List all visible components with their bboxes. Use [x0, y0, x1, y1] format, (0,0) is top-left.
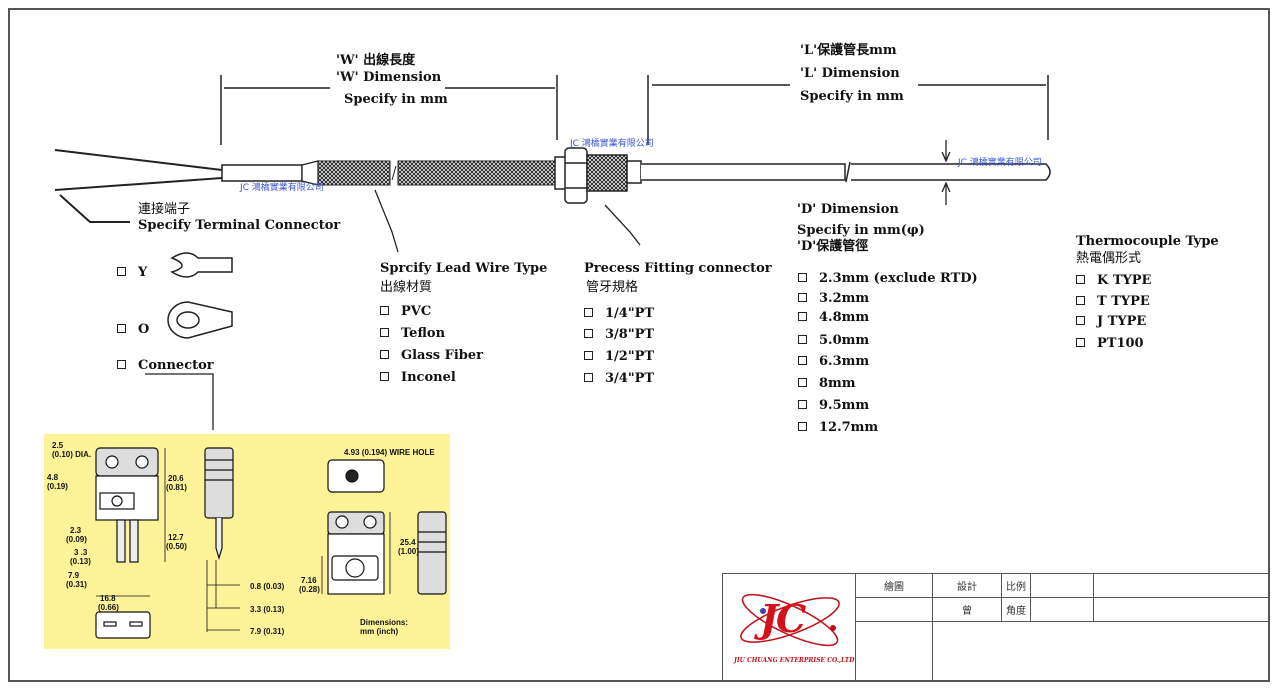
lead-wire-option[interactable]: PVC — [380, 303, 431, 321]
dim-label: 12.7 — [168, 533, 184, 542]
l-dimension-line — [647, 75, 1049, 145]
terminal-option-connector[interactable]: Connector — [117, 357, 214, 375]
l-dimension-specify: Specify in mm — [800, 89, 904, 104]
d-option[interactable]: 9.5mm — [798, 397, 869, 415]
lead-wire-cn: 出線材質 — [380, 280, 433, 295]
dim-label: 3 .3 — [74, 548, 88, 557]
o-terminal-icon — [167, 301, 233, 339]
thermocouple-en: Thermocouple Type — [1076, 234, 1219, 249]
dim-label: (0.81) — [166, 483, 187, 492]
terminal-option-y[interactable]: Y — [117, 264, 147, 282]
dim-label: (0.50) — [166, 542, 187, 551]
protection-tube — [641, 161, 1051, 183]
w-dimension-en: 'W' Dimension — [336, 70, 442, 85]
thermocouple-option[interactable]: K TYPE — [1076, 272, 1151, 290]
thermocouple-option[interactable]: T TYPE — [1076, 293, 1150, 311]
fitting-option[interactable]: 3/4"PT — [584, 370, 654, 388]
dim-label: mm (inch) — [360, 627, 399, 636]
thermocouple-option[interactable]: J TYPE — [1076, 313, 1146, 331]
lead-wire-option[interactable]: Inconel — [380, 369, 456, 387]
dim-label: (0.66) — [98, 603, 119, 612]
d-dimension-specify: Specify in mm(φ) — [797, 223, 925, 238]
company-logo: JC — [760, 596, 806, 641]
company-name: JIU CHUANG ENTERPRISE CO.,LTD — [734, 657, 855, 664]
d-option[interactable]: 12.7mm — [798, 419, 878, 437]
terminal-option-o[interactable]: O — [117, 321, 149, 339]
y-terminal-icon — [170, 252, 233, 278]
drawing-frame — [8, 8, 1270, 682]
dim-label: 4.8 — [47, 473, 59, 482]
lead-wires — [54, 149, 223, 223]
lead-wire-option[interactable]: Glass Fiber — [380, 347, 483, 365]
dim-label: 7.16 — [301, 576, 317, 585]
d-option[interactable]: 6.3mm — [798, 353, 869, 371]
thermocouple-option[interactable]: PT100 — [1076, 335, 1144, 353]
fitting-cn: 管牙規格 — [586, 280, 639, 295]
dim-label: Dimensions: — [360, 618, 409, 627]
l-dimension-en: 'L' Dimension — [800, 66, 900, 81]
watermark: JC 鴻橋實業有限公司 — [240, 183, 324, 193]
fitting-en: Precess Fitting connector — [584, 261, 772, 276]
fitting-option[interactable]: 1/2"PT — [584, 348, 654, 366]
dim-label: (1.00) — [398, 547, 419, 556]
dim-label: (0.10) DIA. — [52, 450, 92, 459]
braided-sheath — [317, 160, 391, 186]
d-dimension-en: 'D' Dimension — [797, 202, 899, 217]
dim-label: 16.8 — [100, 594, 116, 603]
dim-label: 20.6 — [168, 474, 184, 483]
dim-label: 2.5 — [52, 441, 64, 450]
lead-wire-option[interactable]: Teflon — [380, 325, 445, 343]
dim-label: (0.19) — [47, 482, 68, 491]
dim-label: 4.93 (0.194) WIRE HOLE — [344, 448, 435, 457]
fitting-option[interactable]: 3/8"PT — [584, 326, 654, 344]
terminal-en: Specify Terminal Connector — [138, 218, 341, 233]
design-label: 設計 — [932, 573, 1002, 598]
dim-label: 2.3 — [70, 526, 82, 535]
dim-label: 7.9 — [68, 571, 80, 580]
w-dimension-line — [220, 75, 558, 145]
d-option[interactable]: 3.2mm — [798, 290, 869, 308]
w-dimension-specify: Specify in mm — [344, 92, 448, 107]
angle-label: 角度 — [1001, 597, 1031, 622]
watermark: JC 鴻橋實業有限公司 — [570, 139, 654, 149]
w-dimension-cn: 'W' 出線長度 — [336, 53, 416, 68]
d-option[interactable]: 5.0mm — [798, 332, 869, 350]
scale-label: 比例 — [1001, 573, 1031, 598]
dim-label: (0.13) — [70, 557, 91, 566]
d-option[interactable]: 2.3mm (exclude RTD) — [798, 270, 978, 288]
thermocouple-cn: 熱電偶形式 — [1076, 251, 1142, 266]
dim-label: 0.8 (0.03) — [250, 582, 285, 591]
fitting-option[interactable]: 1/4"PT — [584, 305, 654, 323]
lead-wire-en: Sprcify Lead Wire Type — [380, 261, 548, 276]
d-option[interactable]: 8mm — [798, 375, 856, 393]
d-option[interactable]: 4.8mm — [798, 309, 869, 327]
dim-label: 7.9 (0.31) — [250, 627, 285, 636]
terminal-cn: 連接端子 — [138, 202, 191, 217]
dim-label: 25.4 — [400, 538, 416, 547]
d-dimension-cn: 'D'保護管徑 — [797, 239, 869, 254]
l-dimension-cn: 'L'保護管長mm — [800, 43, 897, 58]
dim-label: 3.3 (0.13) — [250, 605, 285, 614]
dim-label: (0.31) — [66, 580, 87, 589]
dim-label: (0.09) — [66, 535, 87, 544]
watermark: JC 鴻橋實業有限公司 — [958, 158, 1042, 168]
dim-label: (0.28) — [299, 585, 320, 594]
process-fitting — [554, 147, 642, 204]
title-block: 繪圖 設計 比例 曾 角度 — [722, 573, 1270, 682]
